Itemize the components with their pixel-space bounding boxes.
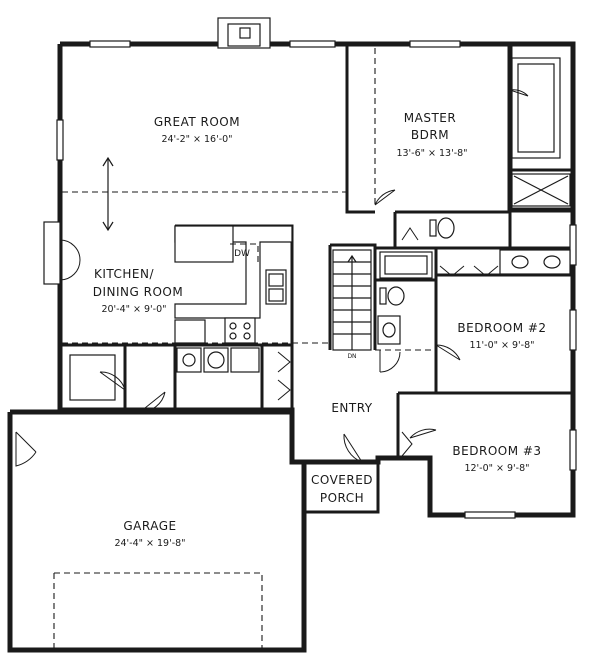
garage-name: GARAGE	[123, 519, 176, 533]
doors	[15, 89, 529, 467]
dishwasher-label: DW	[234, 249, 250, 259]
bay-window	[59, 239, 81, 281]
interior-walls	[60, 44, 573, 458]
kitchen-dining-name-1: KITCHEN/	[94, 267, 154, 281]
fireplace	[217, 17, 271, 49]
master-bedroom-size: 13'-6" × 13'-8"	[396, 148, 467, 159]
bedroom-3-size: 12'-0" × 9'-8"	[464, 463, 529, 474]
stairs: DN	[332, 249, 372, 360]
master-bedroom-name-2: BDRM	[411, 128, 449, 142]
vaulted-arrow-icon	[102, 156, 114, 232]
master-bedroom-name-1: MASTER	[404, 111, 456, 125]
hall-bath-fixtures	[377, 251, 433, 345]
master-bath-fixtures	[429, 57, 571, 239]
entry-name: ENTRY	[331, 401, 372, 415]
covered-porch-name-2: PORCH	[320, 491, 364, 505]
stair-direction-label: DN	[347, 353, 356, 360]
closet-doors	[277, 227, 499, 457]
bedroom-3-name: BEDROOM #3	[452, 444, 541, 458]
bedroom-2-size: 11'-0" × 9'-8"	[469, 340, 534, 351]
bedroom-2-name: BEDROOM #2	[457, 321, 546, 335]
garage-size: 24'-4" × 19'-8"	[114, 538, 185, 549]
great-room-name: GREAT ROOM	[154, 115, 240, 129]
great-room-size: 24'-2" × 16'-0"	[161, 134, 232, 145]
kitchen-dining-size: 20'-4" × 9'-0"	[101, 304, 166, 315]
kitchen-dining-name-2: DINING ROOM	[93, 285, 183, 299]
kitchen-fixtures: DW	[174, 225, 293, 344]
covered-porch-name-1: COVERED	[311, 473, 373, 487]
windows	[43, 40, 577, 519]
room-labels: GREAT ROOM 24'-2" × 16'-0" MASTER BDRM 1…	[93, 111, 546, 549]
double-vanity	[499, 249, 571, 275]
